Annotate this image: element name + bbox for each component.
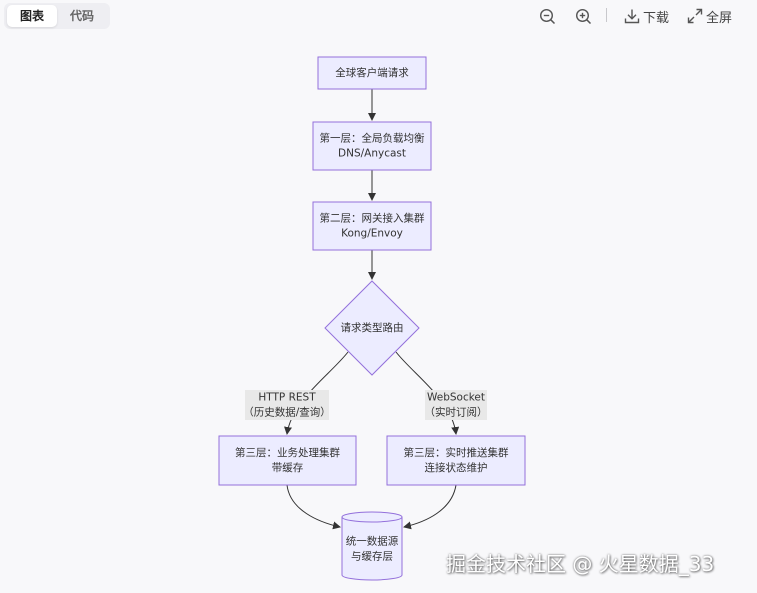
expand-icon (687, 8, 703, 24)
node-store-top (341, 511, 403, 523)
node-layer2-line: 第二层：网关接入集群 (320, 212, 425, 225)
tab-code[interactable]: 代码 (70, 9, 95, 23)
edge-label-http-line: HTTP REST (258, 392, 316, 404)
node-layer2-line: Kong/Envoy (341, 228, 403, 240)
node-layer1-box (312, 121, 432, 171)
node-client-box (317, 56, 427, 90)
toolbar: 图表 代码 下载 全屏 (0, 0, 757, 32)
node-layer3a-line: 第三层：业务处理集群 (235, 446, 340, 459)
node-layer1[interactable]: 第一层：全局负载均衡 DNS/Anycast (312, 121, 432, 171)
zoom-out-button[interactable] (539, 6, 556, 26)
fullscreen-button[interactable]: 全屏 (687, 6, 732, 26)
node-client[interactable]: 全球客户端请求 (317, 56, 427, 90)
node-store-line: 统一数据源 (346, 535, 399, 548)
node-router-diamond (324, 280, 420, 376)
node-layer3b-line: 连接状态维护 (425, 461, 488, 474)
edge-label-http: HTTP REST （历史数据/查询） (243, 390, 331, 420)
edge-label-bg (245, 390, 329, 420)
edge-router-layer3b (395, 351, 460, 435)
fullscreen-label: 全屏 (706, 10, 733, 26)
node-layer3b-box (386, 435, 526, 486)
node-layer1-line: DNS/Anycast (338, 148, 406, 160)
node-client-line: 全球客户端请求 (335, 66, 409, 79)
download-button[interactable]: 下载 (624, 6, 669, 26)
node-store-line: 与缓存层 (351, 550, 393, 563)
node-router[interactable]: 请求类型路由 (324, 280, 420, 376)
edge-label-ws-line: （实时订阅） (425, 406, 488, 419)
edge-layer3b-store (403, 484, 457, 530)
edge-router-layer3a (284, 351, 349, 435)
node-layer3b-line: 第三层：实时推送集群 (404, 446, 509, 459)
zoom-in-button[interactable] (575, 6, 592, 26)
edge-label-bg (425, 390, 487, 420)
node-store-body (341, 517, 403, 581)
node-layer3a-line: 带缓存 (272, 461, 304, 474)
download-label: 下载 (643, 10, 670, 26)
node-layer3a-box (218, 435, 357, 486)
toolbar-divider (606, 8, 607, 22)
tab-chart[interactable]: 图表 (7, 5, 58, 27)
view-tabs: 图表 代码 (4, 3, 110, 29)
zoom-in-icon (575, 8, 592, 24)
edge-label-ws-line: WebSocket (427, 392, 485, 404)
node-layer1-line: 第一层：全局负载均衡 (320, 132, 425, 145)
zoom-out-icon (539, 8, 556, 24)
edge-label-http-line: （历史数据/查询） (243, 406, 331, 419)
download-icon (624, 9, 640, 24)
watermark: 掘金技术社区 @ 火星数据_33 (446, 552, 715, 576)
node-layer2-box (312, 201, 432, 251)
node-layer2[interactable]: 第二层：网关接入集群 Kong/Envoy (312, 201, 432, 251)
edge-layer3a-store (286, 484, 341, 530)
edge-label-ws: WebSocket （实时订阅） (425, 390, 488, 420)
node-router-line: 请求类型路由 (341, 321, 404, 334)
